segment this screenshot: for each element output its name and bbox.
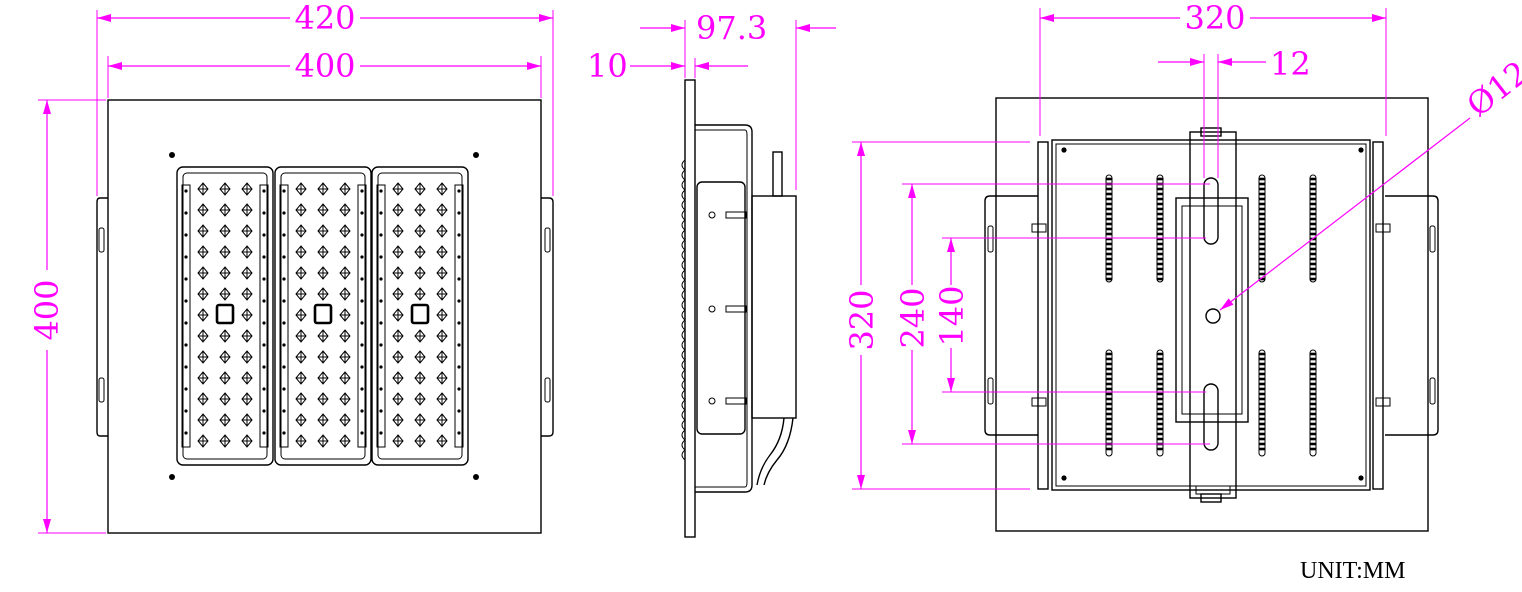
- rear-heatsink-frame: [1051, 139, 1371, 491]
- side-housing: [695, 124, 753, 493]
- dim-rear-slot-span: 240: [894, 287, 932, 348]
- rear-plate: [995, 97, 1429, 532]
- dim-front-width-plate: 400: [294, 47, 355, 85]
- front-view: [96, 99, 554, 534]
- dim-front-width-overall: 420: [294, 0, 355, 37]
- front-left-bracket: [96, 197, 108, 437]
- dim-rear-slot-width: 12: [1270, 45, 1311, 83]
- dim-rear-bracket-span: 320: [1184, 0, 1245, 37]
- dim-rear-frame-height: 320: [843, 289, 881, 350]
- side-cable-gland: [772, 151, 783, 197]
- rear-center-hole: [1205, 308, 1221, 324]
- rear-driver-box: [1175, 197, 1249, 423]
- rear-view: [984, 97, 1439, 532]
- unit-label: UNIT:MM: [1300, 558, 1405, 584]
- led-module: [371, 166, 469, 466]
- dim-side-depth-overall: 97.3: [696, 9, 767, 47]
- side-view: [681, 79, 797, 538]
- front-right-bracket: [541, 197, 554, 437]
- side-fins: [681, 159, 686, 461]
- side-module-frame: [696, 181, 746, 435]
- dim-rear-hole-pitch: 140: [933, 285, 971, 346]
- front-plate: [107, 99, 542, 534]
- dim-front-height-plate: 400: [28, 279, 66, 340]
- rear-slot-top: [1203, 177, 1219, 245]
- rear-right-bracket: [1385, 195, 1439, 436]
- led-module: [274, 166, 372, 466]
- rear-slot-bottom: [1203, 383, 1219, 451]
- dimensions: 420 400 400 10 97.3 320 1: [28, 0, 1522, 534]
- led-modules: [176, 166, 469, 466]
- led-module: [176, 166, 274, 466]
- rear-mounting-yoke: [1189, 131, 1237, 499]
- side-plate: [684, 79, 696, 538]
- dim-rear-hole-diameter: Ø12: [1460, 53, 1522, 124]
- dim-side-plate-thickness: 10: [587, 47, 628, 85]
- rear-left-bracket: [984, 195, 1038, 436]
- side-driver-box: [751, 195, 797, 419]
